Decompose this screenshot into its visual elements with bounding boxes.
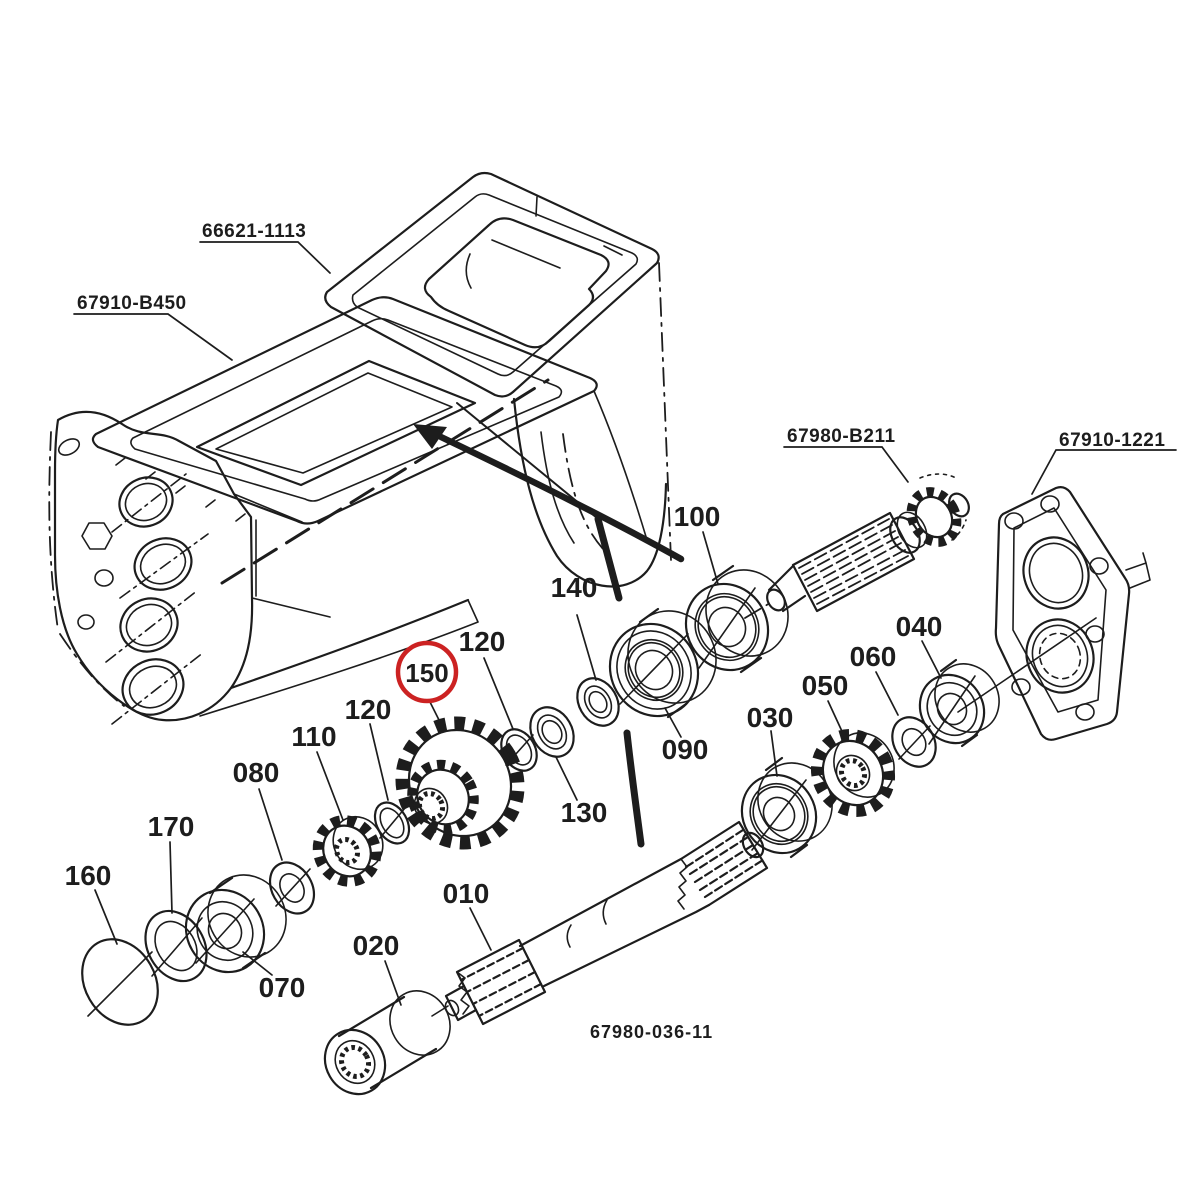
washer-060	[891, 716, 937, 768]
callout-120-right[interactable]: 120	[459, 626, 506, 657]
callout-130[interactable]: 130	[561, 797, 608, 828]
bolt-holes	[1004, 495, 1109, 721]
label-side-cover[interactable]: 67910-1221	[1031, 430, 1177, 495]
callout-140[interactable]: 140	[551, 572, 598, 603]
gear-050	[810, 728, 896, 818]
main-shaft-010	[444, 820, 769, 1026]
callout-050-text[interactable]: 050	[802, 670, 849, 701]
callout-090[interactable]: 090	[662, 734, 709, 765]
callout-130-text[interactable]: 130	[561, 797, 608, 828]
callout-160[interactable]: 160	[65, 860, 112, 891]
callout-050[interactable]: 050	[802, 670, 849, 701]
callout-100[interactable]: 100	[674, 501, 721, 532]
washer-170	[144, 909, 208, 983]
callout-120-left-text[interactable]: 120	[345, 694, 392, 725]
label-top-case[interactable]: 66621-1113	[199, 221, 331, 274]
callout-060[interactable]: 060	[850, 641, 897, 672]
callout-080[interactable]: 080	[233, 757, 280, 788]
bearing-040	[918, 658, 1000, 748]
callout-070-text[interactable]: 070	[259, 972, 306, 1003]
rim-hatch-ticks	[115, 457, 246, 522]
callout-110[interactable]: 110	[291, 721, 336, 752]
bearing-030	[740, 756, 833, 859]
callout-040-text[interactable]: 040	[896, 611, 943, 642]
face-bores	[57, 438, 193, 716]
bearing-090	[608, 607, 717, 719]
callout-150-text[interactable]: 150	[405, 658, 448, 688]
cover-plate	[957, 486, 1151, 741]
callout-110-text[interactable]: 110	[291, 721, 336, 752]
callout-100-text[interactable]: 100	[674, 501, 721, 532]
washer-080	[268, 861, 316, 915]
callout-120-left[interactable]: 120	[345, 694, 392, 725]
coupling-020	[323, 990, 451, 1096]
callout-060-text[interactable]: 060	[850, 641, 897, 672]
gear-110	[312, 815, 384, 887]
main-case-part-number[interactable]: 67910-B450	[77, 293, 187, 314]
label-input-shaft[interactable]: 67980-B211	[783, 426, 909, 483]
callout-080-text[interactable]: 080	[233, 757, 280, 788]
ring-120-left	[373, 801, 411, 845]
top-case-part-number[interactable]: 66621-1113	[202, 221, 306, 242]
label-main-case[interactable]: 67910-B450	[73, 293, 233, 361]
callout-020[interactable]: 020	[353, 930, 400, 961]
axis-bold-marks	[456, 402, 645, 848]
callout-140-text[interactable]: 140	[551, 572, 598, 603]
main-case	[48, 296, 648, 725]
snap-ring-160	[81, 938, 159, 1026]
assembly-arrow	[413, 424, 685, 563]
callout-010-text[interactable]: 010	[443, 878, 490, 909]
top-case	[324, 171, 672, 588]
callout-030[interactable]: 030	[747, 702, 794, 733]
input-shaft-part-number[interactable]: 67980-B211	[787, 426, 896, 447]
input-shaft	[744, 473, 970, 619]
leader-lines	[94, 531, 942, 1006]
callout-040[interactable]: 040	[896, 611, 943, 642]
shaft-spline-hatch-top	[684, 828, 765, 899]
collar-130	[529, 706, 575, 758]
ring-140	[576, 677, 620, 727]
callout-030-text[interactable]: 030	[747, 702, 794, 733]
shaft-spline-hatch-bottom	[459, 946, 543, 1018]
side-cover-part-number[interactable]: 67910-1221	[1059, 430, 1165, 451]
callout-120-right-text[interactable]: 120	[459, 626, 506, 657]
bore-centerlines	[105, 473, 209, 725]
hidden-axis-line	[220, 378, 550, 585]
callout-170-text[interactable]: 170	[148, 811, 195, 842]
arrowhead	[413, 424, 447, 449]
callout-090-text[interactable]: 090	[662, 734, 709, 765]
ring-120-right	[500, 728, 538, 772]
callout-170[interactable]: 170	[148, 811, 195, 842]
callout-020-text[interactable]: 020	[353, 930, 400, 961]
bearing-070	[184, 874, 287, 974]
callout-070[interactable]: 070	[259, 972, 306, 1003]
callout-150-highlighted[interactable]: 150	[395, 640, 459, 704]
callout-010[interactable]: 010	[443, 878, 490, 909]
drawing-number: 67980-036-11	[590, 1022, 713, 1042]
highlight-circle-150	[395, 640, 459, 704]
callout-160-text[interactable]: 160	[65, 860, 112, 891]
